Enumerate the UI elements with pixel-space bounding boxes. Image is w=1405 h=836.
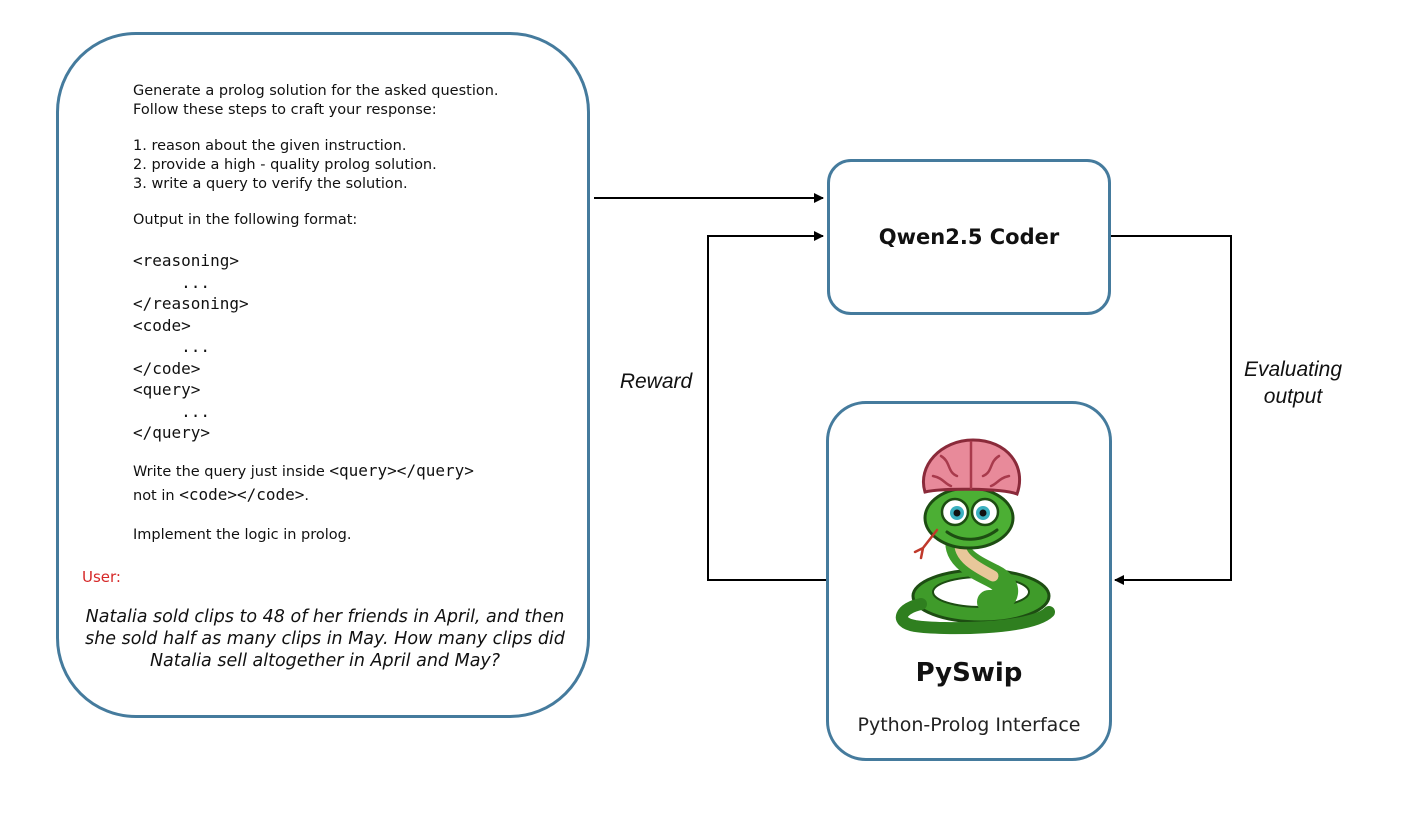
- prompt-note-code1: <query></query>: [329, 460, 474, 480]
- prompt-code-line: <query>: [133, 380, 201, 399]
- tool-subtitle: Python-Prolog Interface: [857, 714, 1081, 736]
- user-label: User:: [82, 568, 121, 586]
- user-question: Natalia sold clips to 48 of her friends …: [85, 607, 565, 671]
- prompt-note-code2: <code></code>: [179, 484, 305, 504]
- prompt-step1: 1. reason about the given instruction.: [133, 138, 407, 154]
- prompt-box: [56, 32, 590, 718]
- prompt-note-line1: Write the query just inside <query></que…: [133, 461, 573, 482]
- reward-label: Reward: [619, 370, 693, 393]
- prompt-step2: 2. provide a high - quality prolog solut…: [133, 157, 437, 173]
- prompt-note-line2-prefix: not in: [133, 487, 180, 504]
- snake-with-brain-icon: [895, 438, 1055, 635]
- prompt-code-line: </code>: [133, 358, 201, 378]
- prompt-step3: 3. write a query to verify the solution.: [133, 176, 408, 192]
- tool-name: PySwip: [915, 658, 1023, 688]
- model-name: Qwen2.5 Coder: [878, 225, 1060, 249]
- prompt-note-line2-suffix: .: [304, 487, 310, 504]
- tool-box: PySwip Python-Prolog Interface: [826, 401, 1112, 761]
- evaluating-label: Evaluating output: [1243, 358, 1343, 408]
- prompt-format-intro: Output in the following format:: [133, 212, 358, 228]
- reward-arrow: [707, 231, 826, 581]
- prompt-code-line: </query>: [133, 423, 211, 442]
- prompt-implement: Implement the logic in prolog.: [133, 526, 352, 543]
- prompt-note-line2: not in <code></code>.: [133, 485, 573, 506]
- prompt-text: Generate a prolog solution for the asked…: [133, 82, 573, 545]
- prompt-code-line: </reasoning>: [133, 294, 249, 313]
- prompt-code-line: ...: [133, 401, 211, 421]
- model-to-tool-arrow: [1111, 235, 1232, 585]
- prompt-code-line: ...: [133, 337, 211, 356]
- prompt-code-line: <code>: [133, 315, 191, 335]
- prompt-code-line: ...: [133, 272, 211, 292]
- prompt-intro-line1: Generate a prolog solution for the asked…: [133, 83, 499, 99]
- model-box: Qwen2.5 Coder: [827, 159, 1111, 315]
- prompt-code-line: <reasoning>: [133, 251, 239, 270]
- prompt-note-prefix: Write the query just inside: [133, 463, 330, 480]
- prompt-intro-line2: Follow these steps to craft your respons…: [133, 102, 437, 118]
